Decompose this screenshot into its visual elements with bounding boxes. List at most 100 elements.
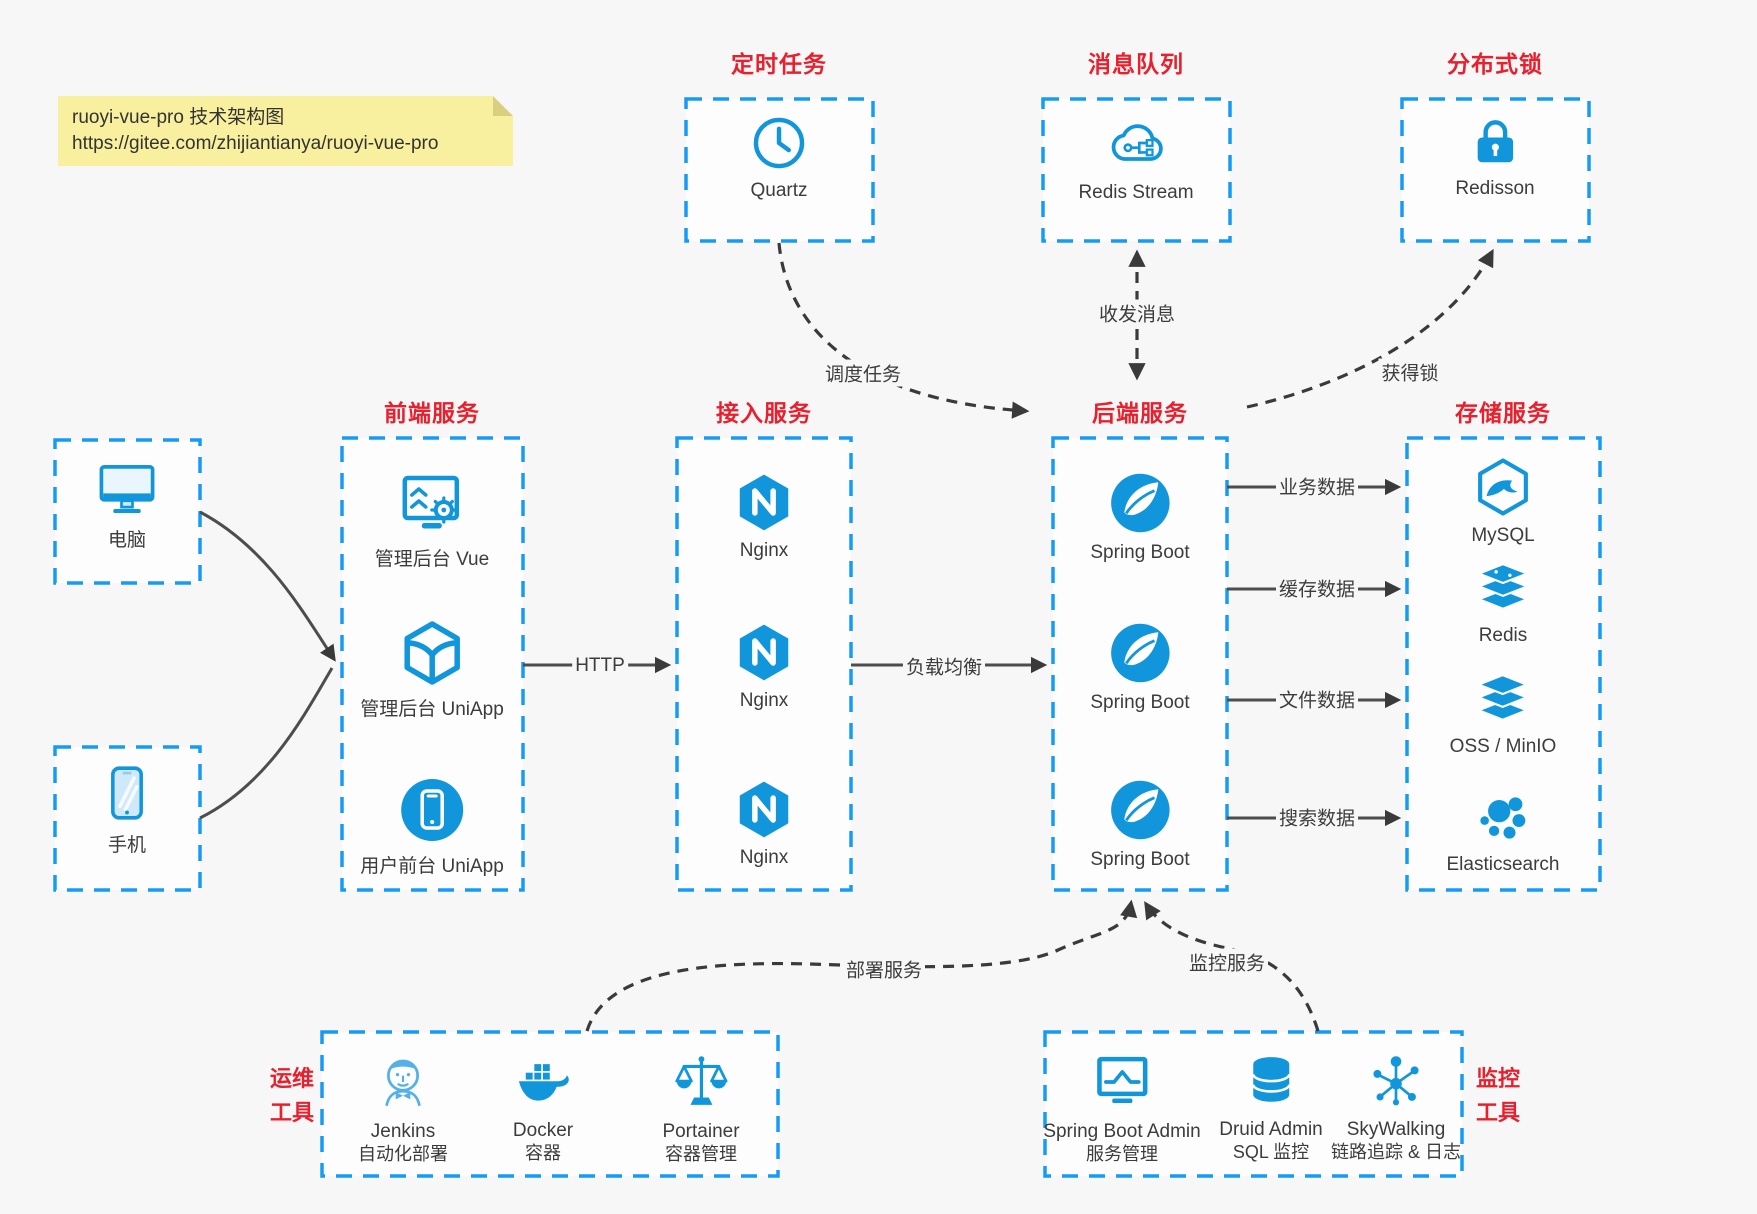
node-label-line2: SQL 监控 [1232,1142,1310,1162]
edge-label-search-data: 搜索数据 [1275,803,1359,831]
node-redis: Redis [1473,559,1533,647]
title-distributed-lock: 分布式锁 [1447,51,1543,77]
node-label: Redis Stream [1078,182,1194,203]
node-label: 管理后台 UniApp [360,699,504,720]
arrow-monitor-service [1144,901,1320,1032]
node-jenkins: Jenkins 自动化部署 [358,1050,448,1166]
node-label-line2: 容器 [525,1143,561,1163]
admin-monitor-gear-icon [397,468,467,538]
node-user-uniapp: 用户前台 UniApp [360,775,504,878]
arrow-computer-to-frontend [199,510,336,662]
node-label: Spring Boot Admin 服务管理 [1043,1120,1200,1166]
node-oss-minio: OSS / MinIO [1450,670,1556,758]
node-spring-boot-admin: Spring Boot Admin 服务管理 [1043,1050,1201,1166]
title-frontend-services: 前端服务 [384,400,480,426]
node-label: 电脑 [107,530,146,551]
node-phone: 手机 [96,762,158,857]
phone-circle-icon [397,775,467,845]
node-nginx-2: Nginx [732,620,796,712]
node-label: Docker 容器 [513,1119,573,1165]
node-label: MySQL [1471,525,1535,546]
title-backend-services: 后端服务 [1092,400,1188,426]
title-access-services: 接入服务 [716,400,812,426]
dashed-boxes [53,97,1602,1178]
node-label-line1: Spring Boot Admin [1043,1121,1201,1142]
box-message-queue [1041,97,1232,243]
nginx-icon [732,470,796,534]
node-label-line1: Portainer [662,1121,740,1142]
storage-stack-icon [1473,670,1533,730]
node-docker: Docker 容器 [513,1053,573,1165]
uniapp-cube-icon [397,618,467,688]
node-label: Nginx [739,847,789,868]
node-label: Redis [1478,625,1528,646]
node-admin-vue: 管理后台 Vue [375,468,489,571]
node-label: Spring Boot [1090,692,1190,713]
title-storage-services: 存储服务 [1455,400,1551,426]
node-quartz: Quartz [748,112,810,202]
node-label: Spring Boot [1090,849,1190,870]
node-label: 手机 [107,835,146,856]
node-redis-stream: Redis Stream [1078,110,1194,204]
node-admin-uniapp: 管理后台 UniApp [360,618,504,721]
title-scheduled-task: 定时任务 [731,51,827,77]
note-url: https://gitee.com/zhijiantianya/ruoyi-vu… [72,133,439,154]
edge-label-monitor: 监控服务 [1185,948,1269,976]
node-spring-boot-1: Spring Boot [1090,470,1190,564]
node-nginx-3: Nginx [732,777,796,869]
monitor-pulse-icon [1090,1050,1154,1114]
edge-label-business-data: 业务数据 [1275,472,1359,500]
edge-label-schedule: 调度任务 [821,359,905,387]
node-label: SkyWalking 链路追踪 & 日志 [1331,1118,1461,1164]
node-label: Portainer 容器管理 [662,1120,739,1166]
database-icon [1241,1052,1301,1112]
node-label: Jenkins 自动化部署 [358,1120,448,1166]
node-label: 用户前台 UniApp [360,856,504,877]
lock-icon [1464,110,1526,172]
edge-label-http: HTTP [572,655,628,677]
node-druid-admin: Druid Admin SQL 监控 [1219,1052,1323,1164]
arrow-deploy-service [585,899,1138,1032]
spring-boot-icon [1107,620,1173,686]
node-portainer: Portainer 容器管理 [662,1050,740,1166]
node-label-line1: SkyWalking [1346,1119,1446,1140]
elasticsearch-cluster-icon [1473,788,1533,848]
edge-label-load-balance: 负载均衡 [902,652,986,680]
clock-icon [748,112,810,174]
ops-tools-line2: 工具 [269,1100,315,1125]
node-label-line2: 容器管理 [664,1144,737,1164]
edge-label-cache-data: 缓存数据 [1275,574,1359,602]
node-label: Quartz [750,180,808,201]
scales-icon [669,1050,733,1114]
title-message-queue: 消息队列 [1088,51,1184,77]
computer-icon [95,455,159,519]
docker-whale-icon [513,1053,573,1113]
node-label: Spring Boot [1090,542,1190,563]
note-title: ruoyi-vue-pro 技术架构图 [72,107,285,128]
nginx-icon [732,620,796,684]
node-computer: 电脑 [95,455,159,552]
node-spring-boot-2: Spring Boot [1090,620,1190,714]
box-monitor-tools [1043,1030,1464,1178]
monitor-tools-line2: 工具 [1475,1100,1521,1125]
node-label-line1: Jenkins [370,1121,436,1142]
edge-label-deploy: 部署服务 [842,955,926,983]
smartphone-icon [96,762,158,824]
node-redisson: Redisson [1455,110,1535,200]
molecule-graph-icon [1365,1050,1427,1112]
box-scheduled-task [684,97,875,243]
jenkins-butler-icon [371,1050,435,1114]
title-ops-tools: 运维 工具 [270,1062,314,1130]
node-label: Nginx [739,540,789,561]
sticky-note: ruoyi-vue-pro 技术架构图 https://gitee.com/zh… [58,96,513,166]
edge-label-file-data: 文件数据 [1275,685,1359,713]
spring-boot-icon [1107,470,1173,536]
node-label-line1: Druid Admin [1219,1119,1323,1140]
node-label: 管理后台 Vue [374,549,490,570]
node-label-line2: 自动化部署 [358,1144,448,1164]
node-label: Elasticsearch [1446,854,1560,875]
monitor-tools-line1: 监控 [1475,1066,1521,1091]
ops-tools-line1: 运维 [269,1066,315,1091]
node-label: Nginx [739,690,789,711]
